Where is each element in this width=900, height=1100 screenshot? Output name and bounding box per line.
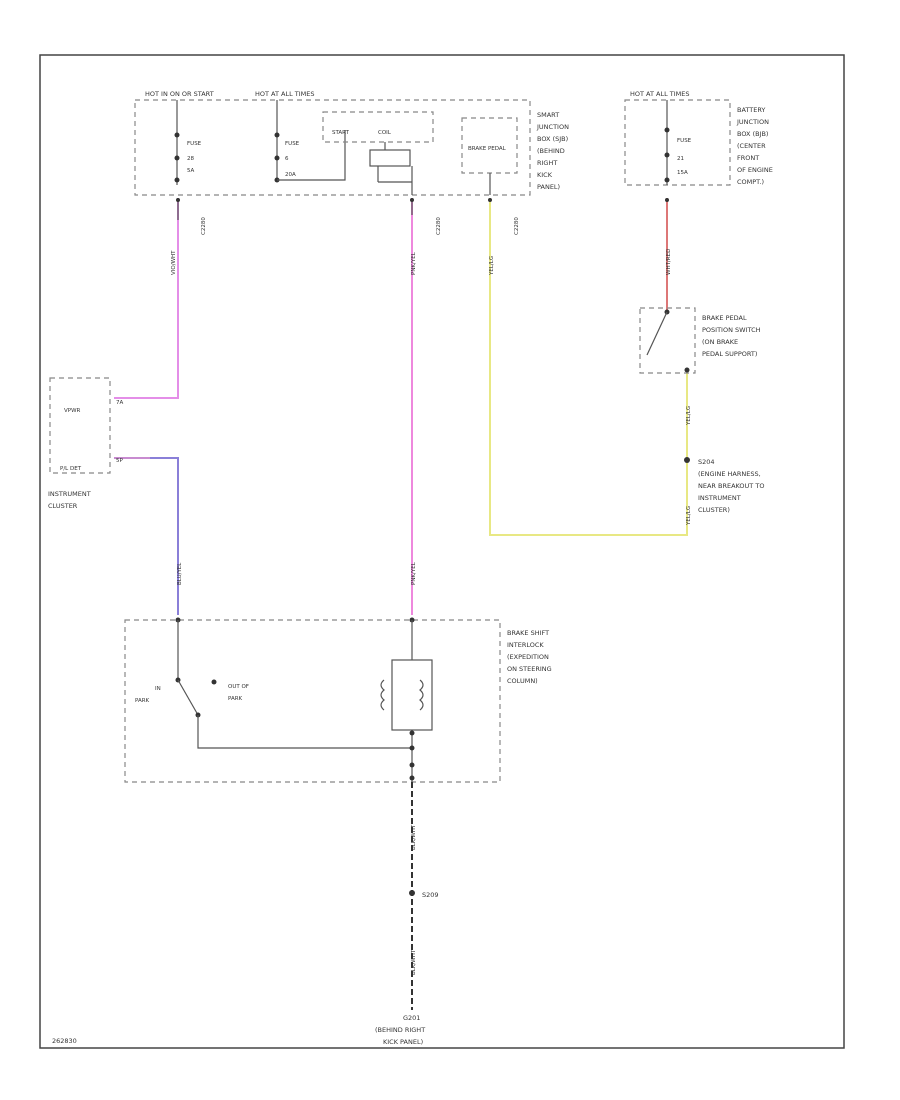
s209-label: S209 <box>422 891 439 899</box>
splice-s209-dot <box>409 890 415 896</box>
hot-all-times-label-1: HOT AT ALL TIMES <box>255 90 315 98</box>
svg-text:YEL/LG: YEL/LG <box>489 256 495 276</box>
ground-label-2: KICK PANEL) <box>383 1038 423 1046</box>
interlock-label-2: (EXPEDITION <box>507 653 549 661</box>
interlock-label-1: INTERLOCK <box>507 641 544 649</box>
svg-text:PNK/YEL: PNK/YEL <box>411 561 417 585</box>
fuse-6-number: 6 <box>285 156 289 162</box>
bjb-label-0: BATTERY <box>737 106 765 114</box>
svg-text:BLK/WHT: BLK/WHT <box>411 824 417 850</box>
svg-text:START: START <box>332 130 350 136</box>
in-park-0: IN <box>155 686 161 692</box>
svg-text:BLK/WHT: BLK/WHT <box>411 949 417 975</box>
s204-label-0: S204 <box>698 458 715 466</box>
sjb-label-4: RIGHT <box>537 159 557 167</box>
brake-pedal-switch <box>639 307 696 374</box>
park-switch-blade <box>177 679 199 716</box>
bjb-label-2: BOX (BJB) <box>737 130 768 138</box>
s204-label-4: CLUSTER) <box>698 506 730 514</box>
interlock-label-0: BRAKE SHIFT <box>507 629 549 637</box>
cluster-label-0: INSTRUMENT <box>48 490 91 498</box>
brake-shift-interlock <box>124 619 501 783</box>
bjb-label-5: OF ENGINE <box>737 166 773 174</box>
svg-text:5P: 5P <box>116 458 123 464</box>
cluster-vpwr: VPWR <box>64 408 81 414</box>
cluster-label-1: CLUSTER <box>48 502 78 510</box>
ground-label-0: G201 <box>403 1014 420 1022</box>
brake-switch-label-2: (ON BRAKE <box>702 338 738 346</box>
fuse-21-number: 21 <box>677 156 684 162</box>
interlock-solenoid <box>391 659 433 731</box>
s204-label-3: INSTRUMENT <box>698 494 741 502</box>
sjb-label-6: PANEL) <box>537 183 560 191</box>
fuse-21-rating: 15A <box>677 170 688 176</box>
battery-junction-box <box>624 99 731 186</box>
brake-switch-label-1: POSITION SWITCH <box>702 326 761 334</box>
fuse-21-label: FUSE <box>677 138 692 144</box>
svg-text:VIO/WHT: VIO/WHT <box>171 250 177 275</box>
bjb-label-1: JUNCTION <box>736 118 769 126</box>
hot-all-times-label-2: HOT AT ALL TIMES <box>630 90 690 98</box>
svg-text:YEL/LG: YEL/LG <box>686 506 692 526</box>
svg-text:PNK/YEL: PNK/YEL <box>411 251 417 275</box>
brake-switch-label-3: PEDAL SUPPORT) <box>702 350 757 358</box>
bjb-label-6: COMPT.) <box>737 178 764 186</box>
fuse-28-number: 28 <box>187 156 194 162</box>
s204-label-2: NEAR BREAKOUT TO <box>698 482 764 490</box>
brake-switch-label-0: BRAKE PEDAL <box>702 314 747 322</box>
hot-run-start-label: HOT IN ON OR START <box>145 90 214 98</box>
svg-text:BLU/YEL: BLU/YEL <box>177 562 183 585</box>
cluster-pldet: P/L DET <box>60 466 82 472</box>
fuse-6-label: FUSE <box>285 141 300 147</box>
svg-text:7A: 7A <box>116 400 123 406</box>
in-park-1: PARK <box>135 698 150 704</box>
fuse-28-rating: 5A <box>187 168 194 174</box>
sjb-label-3: (BEHIND <box>537 147 565 155</box>
sjb-label-1: JUNCTION <box>536 123 569 131</box>
svg-text:COIL: COIL <box>378 130 392 136</box>
s204-label-1: (ENGINE HARNESS, <box>698 470 761 478</box>
diagram-code: 262830 <box>52 1037 77 1045</box>
sjb-label-0: SMART <box>537 111 559 119</box>
smart-junction-box <box>134 99 531 196</box>
fuse-28-label: FUSE <box>187 141 202 147</box>
sjb-label-2: BOX (SJB) <box>537 135 568 143</box>
wire-yellow-s204 <box>489 198 688 536</box>
splice-s204-dot <box>684 457 690 463</box>
bjb-label-3: (CENTER <box>737 142 766 150</box>
sjb-label-5: KICK <box>537 171 553 179</box>
svg-text:C2280: C2280 <box>436 217 442 235</box>
interlock-label-4: COLUMN) <box>507 677 538 685</box>
out-park-1: PARK <box>228 696 243 702</box>
wire-blue-pldet <box>114 457 179 615</box>
wire-violet-fuse28 <box>114 198 179 399</box>
relay-label: BRAKE PEDAL <box>468 146 507 152</box>
ground-label-1: (BEHIND RIGHT <box>375 1026 425 1034</box>
out-park-0: OUT OF <box>228 684 249 690</box>
svg-text:C2280: C2280 <box>201 217 207 235</box>
svg-text:WHT/RED: WHT/RED <box>666 249 672 275</box>
bjb-label-4: FRONT <box>737 154 759 162</box>
interlock-label-3: ON STEERING <box>507 665 552 673</box>
diagram-border <box>39 54 845 1049</box>
relay-coil <box>369 149 411 167</box>
svg-text:C2280: C2280 <box>514 217 520 235</box>
instrument-cluster <box>49 377 111 474</box>
fuse-6-rating: 20A <box>285 172 296 178</box>
svg-text:YEL/LG: YEL/LG <box>686 406 692 426</box>
relay-box <box>322 111 434 143</box>
